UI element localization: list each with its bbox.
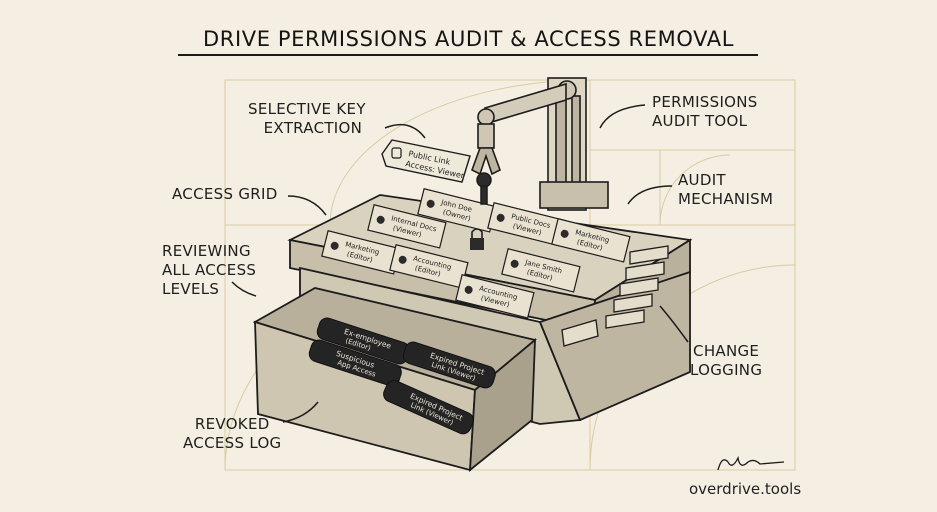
lock-icon xyxy=(470,228,484,250)
grid-key-cell: Jane Smith(Editor) xyxy=(501,248,581,293)
audit-mechanism-arm xyxy=(471,77,609,211)
revoked-key-fob: Ex-employee(Editor) xyxy=(316,317,410,365)
annotation-arrows xyxy=(231,104,689,423)
label-audit-mechanism: AUDIT MECHANISM xyxy=(678,171,774,208)
grid-key-cell: Public Docs(Viewer) xyxy=(487,202,567,247)
public-link-tag: Public Link Access: Viewer xyxy=(381,139,471,183)
label-reviewing-all-access-levels: REVIEWING ALL ACCESS LEVELS xyxy=(162,242,257,298)
key-icon xyxy=(496,213,505,222)
key-icon xyxy=(426,199,435,208)
key-icon xyxy=(510,259,519,268)
label-access-grid: ACCESS GRID xyxy=(172,185,278,203)
grid-key-cell: John Doe(Owner) xyxy=(417,188,497,233)
extracted-key xyxy=(476,172,492,205)
grid-key-cell: Marketing(Editor) xyxy=(551,218,631,263)
title-underline xyxy=(178,54,758,56)
key-icon xyxy=(398,255,407,264)
label-revoked-access-log: REVOKED ACCESS LOG xyxy=(183,415,282,452)
key-icon xyxy=(464,285,473,294)
grid-key-cell: Internal Docs(Viewer) xyxy=(367,204,447,249)
key-icon xyxy=(376,215,385,224)
signature xyxy=(717,455,785,471)
label-selective-key-extraction: SELECTIVE KEY EXTRACTION xyxy=(248,100,366,137)
label-change-logging: CHANGE LOGGING xyxy=(690,342,763,379)
key-icon xyxy=(330,241,339,250)
grid-key-cell: Marketing(Editor) xyxy=(321,230,401,275)
grid-key-cell: Accounting(Viewer) xyxy=(455,274,535,319)
footer-brand: overdrive.tools xyxy=(689,480,802,498)
key-icon xyxy=(560,229,569,238)
grid-key-cell: Accounting(Editor) xyxy=(389,244,469,289)
page-title: DRIVE PERMISSIONS AUDIT & ACCESS REMOVAL xyxy=(202,27,734,51)
control-buttons xyxy=(561,245,669,347)
label-permissions-audit-tool: PERMISSIONS AUDIT TOOL xyxy=(652,93,758,130)
